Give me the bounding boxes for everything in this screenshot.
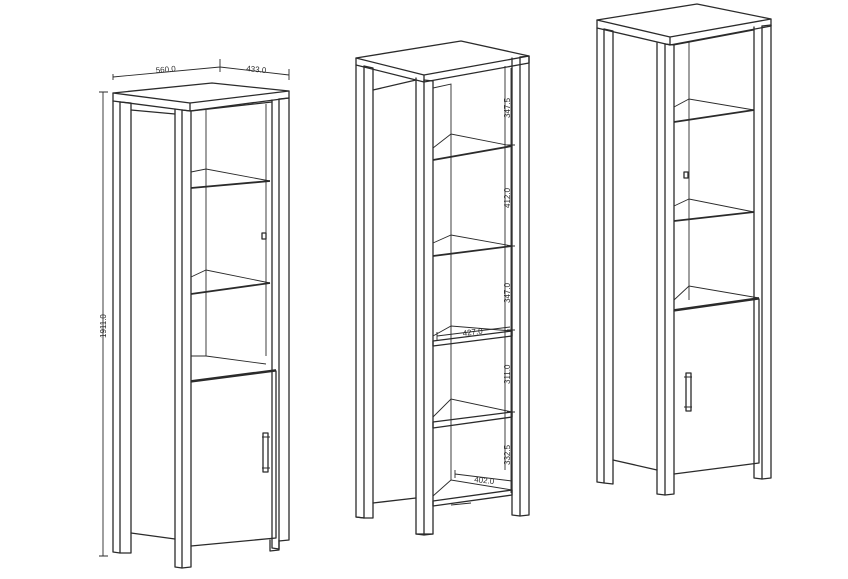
dim-height-label: 1911.0 <box>99 314 108 338</box>
cabinet-right-door <box>673 298 760 475</box>
dim-shelf-width-label: 427.0 <box>462 327 484 338</box>
glass-door-knob <box>261 232 267 240</box>
dim-gap-3-label: 347.0 <box>503 282 512 303</box>
cabinet-left-front-post <box>174 108 183 569</box>
dim-gap-bottom-label: 332.5 <box>503 444 512 465</box>
right-glass-shelf-1 <box>673 109 755 123</box>
cabinet-middle: 347.5 412.0 347.0 311.0 332.5 427.0 402.… <box>355 40 530 536</box>
dim-base-width-label: 402.0 <box>474 475 495 486</box>
dim-width-label: 560.0 <box>155 64 176 75</box>
dim-gap-2-label: 412.0 <box>503 187 512 208</box>
dim-depth-line <box>219 66 290 80</box>
cabinet-right-handle <box>685 372 692 412</box>
glass-shelf-2 <box>190 282 271 295</box>
right-glass-knob <box>683 171 689 179</box>
cabinet-left-door <box>190 370 277 547</box>
cabinet-left-handle <box>262 432 269 473</box>
cabinet-left-top <box>112 82 290 104</box>
cabinet-left: 560.0 433.0 1911.0 <box>99 59 290 569</box>
dim-vertical-ruler <box>507 68 515 493</box>
shelf-4 <box>432 411 513 429</box>
shelf-1 <box>432 145 513 161</box>
glass-shelf-1 <box>190 180 271 189</box>
cabinet-middle-front-post <box>415 77 425 536</box>
cabinet-right <box>596 3 772 496</box>
shelf-2 <box>432 245 513 257</box>
dim-gap-top-label: 347.5 <box>503 97 512 118</box>
dim-depth-label: 433.0 <box>246 64 267 75</box>
shelf-3 <box>432 330 513 347</box>
dim-gap-4-label: 311.0 <box>503 364 512 384</box>
right-glass-shelf-2 <box>673 211 755 222</box>
cabinet-middle-top <box>355 40 530 76</box>
dim-shelf-width-line <box>436 326 511 340</box>
dim-base-width-line <box>454 470 513 482</box>
dim-height-line <box>99 91 108 557</box>
cabinet-right-front-post <box>656 42 666 496</box>
dim-width-line <box>112 59 221 80</box>
